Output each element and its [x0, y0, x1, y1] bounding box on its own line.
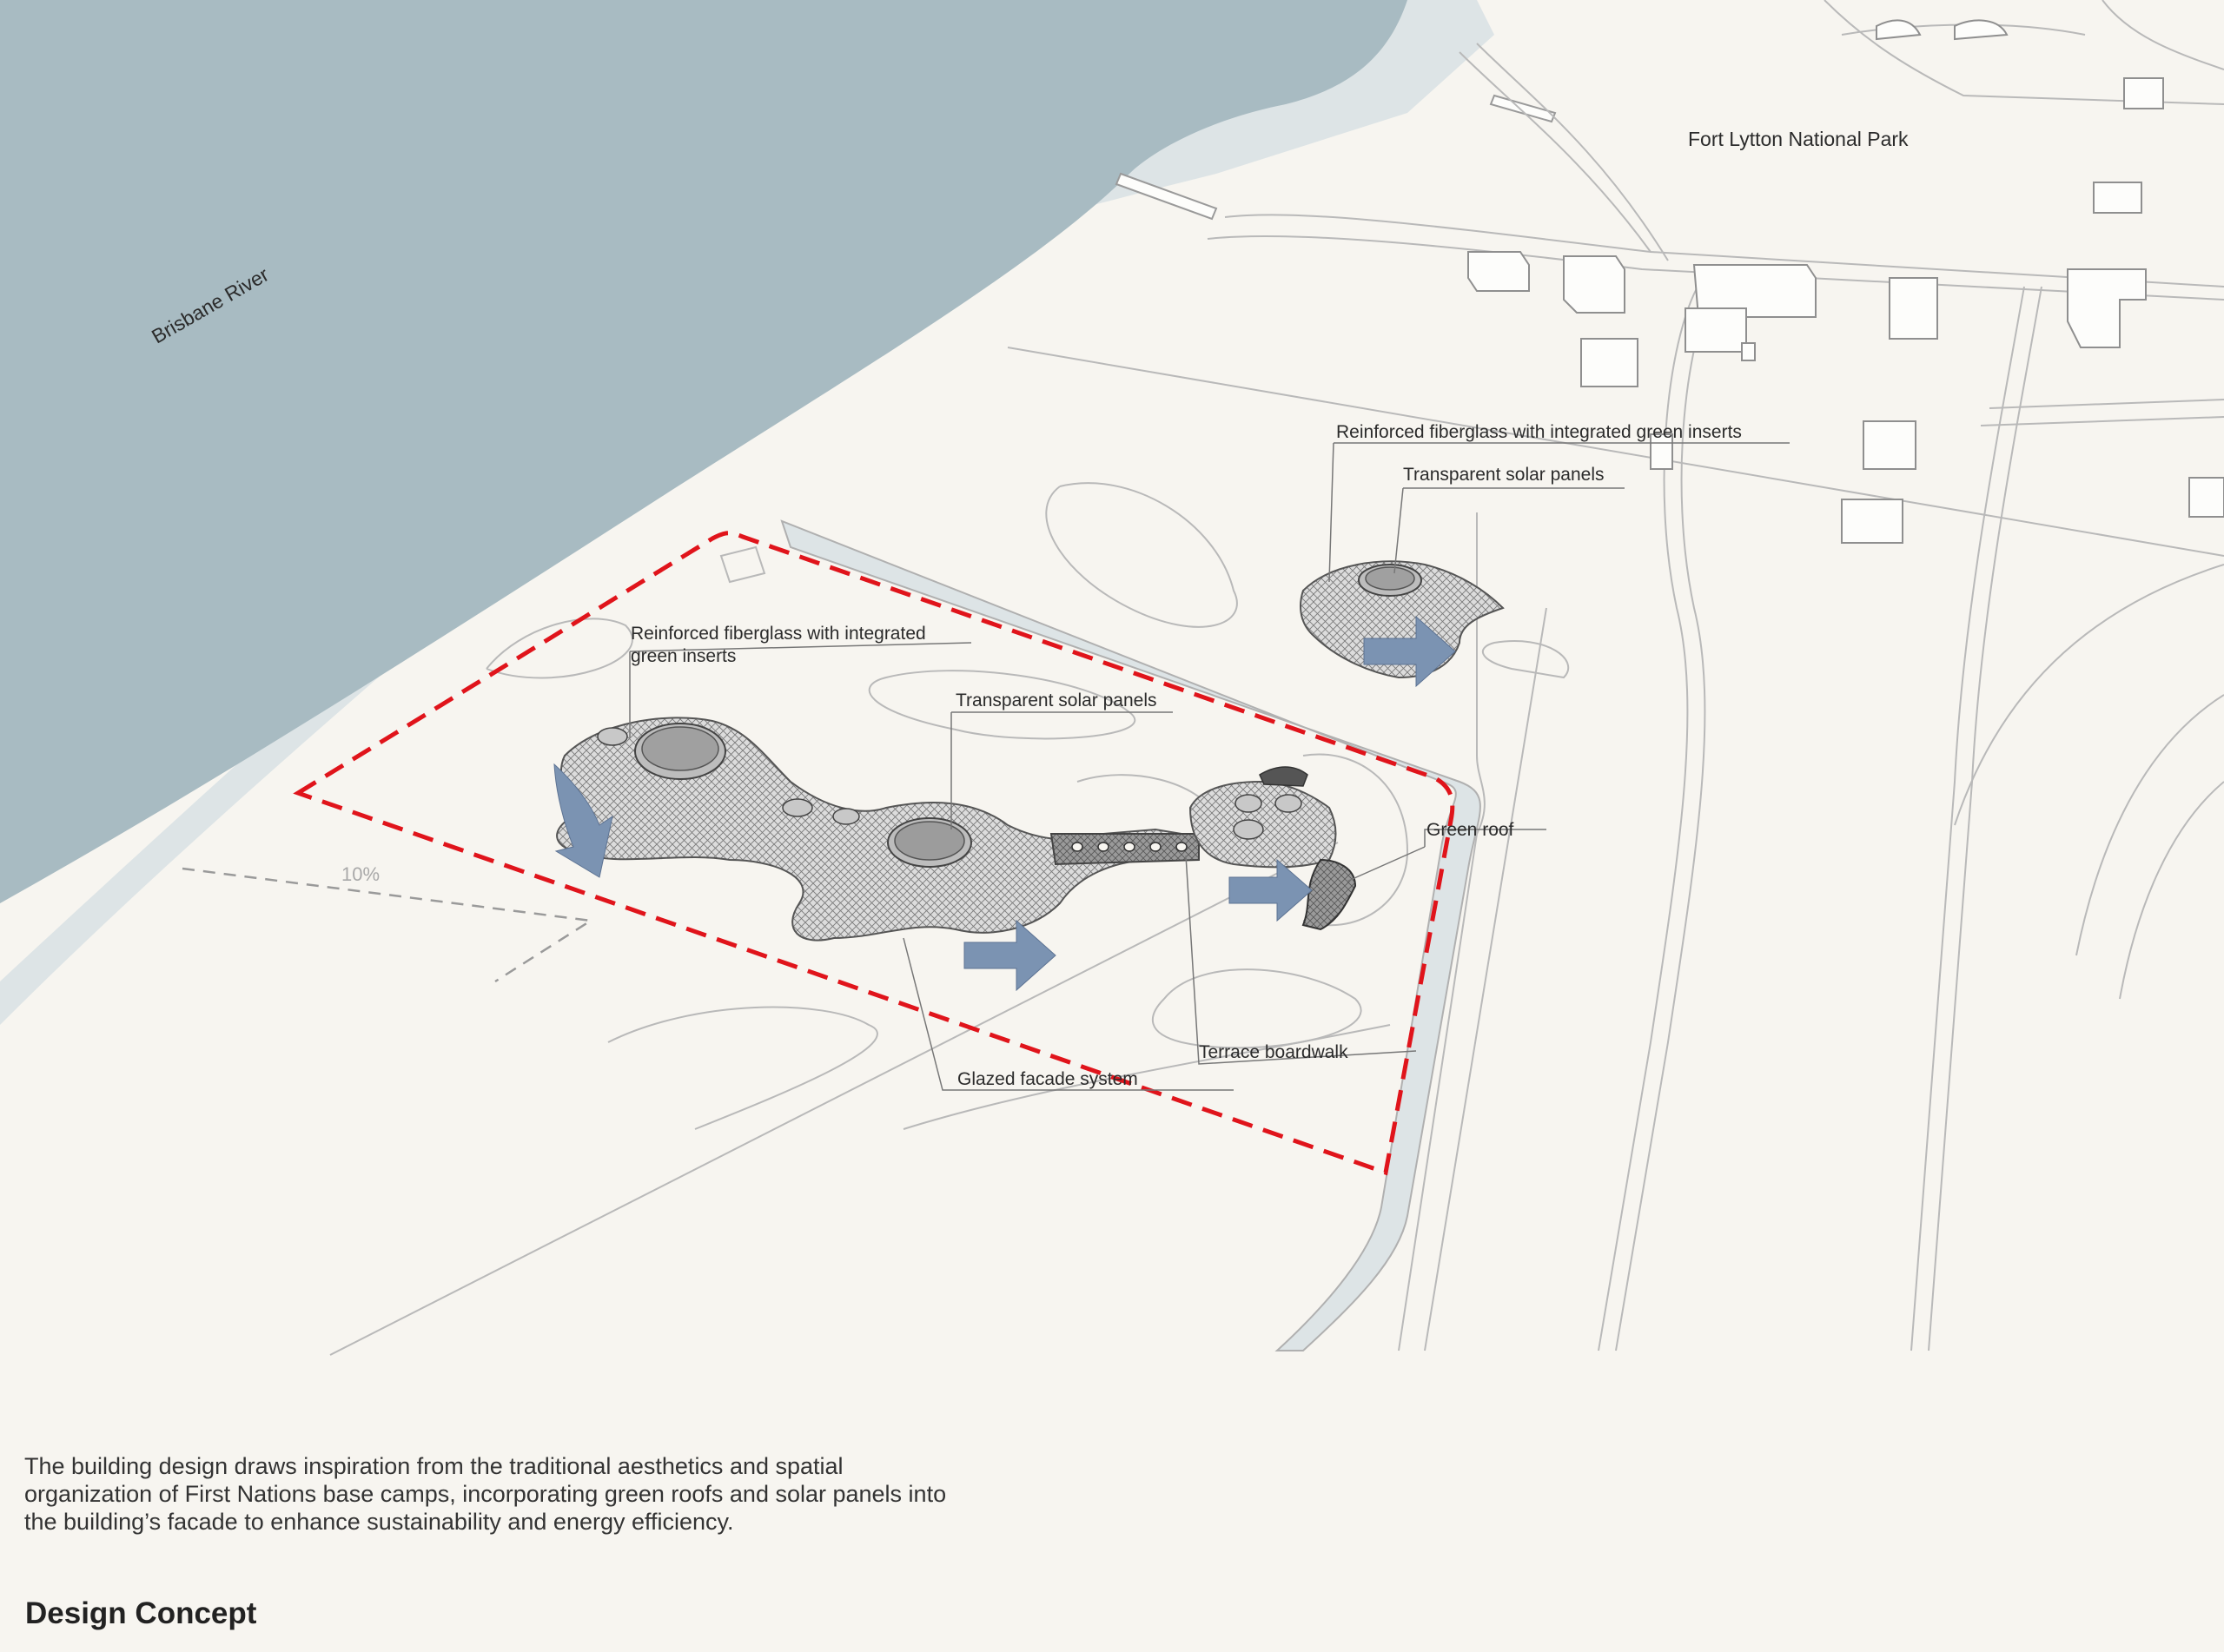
label-main-fiberglass: Reinforced fiberglass with integrated	[631, 624, 926, 644]
park-buildings	[1467, 19, 2224, 544]
jetty-2	[1489, 94, 1557, 123]
slope-label: 10%	[341, 863, 381, 885]
sheet-title: Design Concept	[25, 1596, 257, 1630]
label-green-roof: Green roof	[1426, 820, 1514, 840]
label-main-solar: Transparent solar panels	[956, 691, 1157, 710]
main-building	[556, 717, 1357, 942]
site-boundary	[293, 531, 1455, 1176]
canal	[780, 519, 1481, 1351]
label-small-solar: Transparent solar panels	[1403, 465, 1605, 485]
design-description: The building design draws inspiration fr…	[24, 1453, 947, 1535]
leader-lines	[629, 442, 1790, 1091]
river-water	[0, 0, 1407, 903]
river-bank	[0, 0, 1494, 1025]
road-lines	[329, 0, 2224, 1356]
jetty	[1115, 172, 1218, 221]
label-main-fiberglass-2: green inserts	[631, 646, 737, 666]
label-terrace: Terrace boardwalk	[1199, 1042, 1348, 1062]
wind-arrows	[553, 615, 1456, 992]
label-small-fiberglass: Reinforced fiberglass with integrated gr…	[1336, 422, 1742, 442]
neighbour-boundary	[182, 867, 594, 983]
label-glazed: Glazed facade system	[957, 1069, 1138, 1089]
park-label: Fort Lytton National Park	[1688, 128, 1909, 150]
